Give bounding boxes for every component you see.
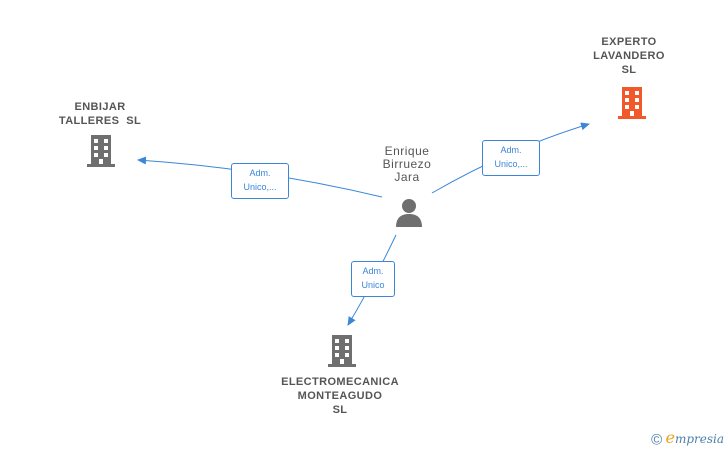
edge-label-to-experto[interactable]: Adm. Unico,... <box>482 140 540 176</box>
person-label-line: Enrique <box>384 144 430 158</box>
edge-label-line: Adm. <box>362 266 384 276</box>
edge-label-to-enbijar[interactable]: Adm. Unico,... <box>231 163 289 199</box>
company-label-line: EXPERTO <box>601 36 657 48</box>
company-label-experto-lavandero[interactable]: EXPERTO LAVANDERO SL <box>574 35 684 77</box>
empresia-brand[interactable]: © empresia <box>651 428 724 448</box>
company-label-line: SL <box>332 404 348 416</box>
company-label-line: MONTEAGUDO <box>297 390 383 402</box>
edge-label-line: Adm. <box>249 168 271 178</box>
building-icon[interactable] <box>326 334 358 368</box>
building-icon[interactable] <box>616 86 648 120</box>
person-icon[interactable] <box>394 197 424 229</box>
edge-label-line: Unico <box>361 280 385 290</box>
edge-label-line: Unico,... <box>494 159 528 169</box>
company-label-electromecanica-monteagudo[interactable]: ELECTROMECANICA MONTEAGUDO SL <box>265 375 415 417</box>
company-label-line: LAVANDERO <box>593 50 665 62</box>
company-label-line: ENBIJAR <box>74 101 126 113</box>
brand-initial: e <box>665 428 675 447</box>
copyright-icon: © <box>651 431 663 449</box>
edge-label-line: Unico,... <box>243 182 277 192</box>
company-label-line: ELECTROMECANICA <box>281 376 399 388</box>
company-label-line: TALLERES SL <box>58 115 142 127</box>
person-label-line: Jara <box>394 170 420 184</box>
company-label-line: SL <box>621 64 637 76</box>
building-icon[interactable] <box>85 134 117 168</box>
edge-label-to-electromecanica[interactable]: Adm. Unico <box>351 261 395 297</box>
person-label-line: Birruezo <box>382 157 432 171</box>
person-label-enrique-birruezo-jara[interactable]: Enrique Birruezo Jara <box>365 145 449 184</box>
company-label-enbijar-talleres[interactable]: ENBIJAR TALLERES SL <box>45 100 155 128</box>
edge-label-line: Adm. <box>500 145 522 155</box>
brand-name: mpresia <box>674 432 724 446</box>
